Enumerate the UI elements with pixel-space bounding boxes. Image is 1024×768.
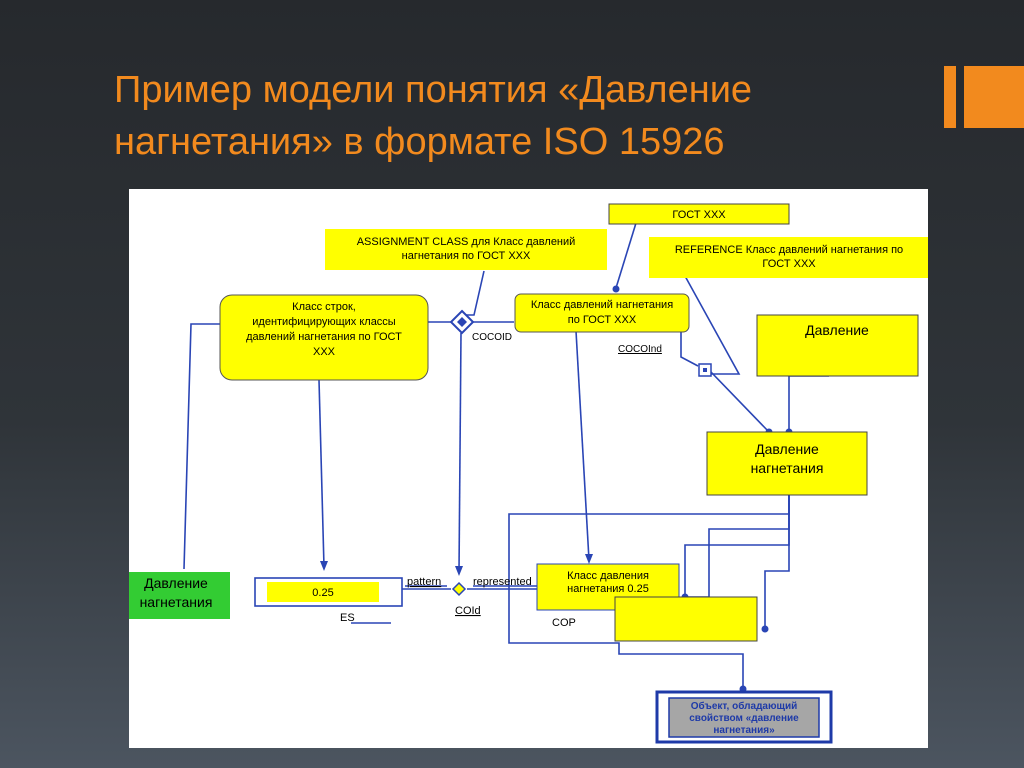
assignment-line-1: ASSIGNMENT CLASS для Класс давлений <box>357 236 576 248</box>
cocoind-node-inner <box>703 368 707 372</box>
row-class-line-3: давлений нагнетания по ГОСТ <box>246 331 402 343</box>
cocoid-label: COCOID <box>472 332 512 343</box>
pressure-box-label: Давление <box>805 322 869 338</box>
connector-cocoind-to-discharge <box>710 371 770 433</box>
pressure-class-box <box>514 293 690 333</box>
coid-diamond <box>451 581 467 597</box>
pressure-box <box>756 314 919 377</box>
dot-gost-end <box>612 285 620 293</box>
assignment-line-2: нагнетания по ГОСТ XXX <box>402 250 531 262</box>
discharge-line-1: Давление <box>755 441 819 457</box>
small-yellow-box <box>614 596 758 642</box>
reference-line-2: ГОСТ XXX <box>762 258 816 270</box>
accent-bar-wide <box>964 66 1024 128</box>
connector-class-to-cocoind <box>680 329 699 367</box>
connector-reference-to-cocoind <box>684 275 741 375</box>
connector-diamond-to-coid <box>458 332 462 573</box>
connector-assignment-to-diamond <box>462 270 485 316</box>
value-box <box>267 582 379 602</box>
diagram-panel: ГОСТ XXX ASSIGNMENT CLASS для Класс давл… <box>129 189 928 748</box>
green-line-2: нагнетания <box>140 594 213 610</box>
connector-discharge-to-object <box>685 495 790 598</box>
title-line-2: нагнетания» в формате ISO 15926 <box>114 121 725 163</box>
cocoind-label: COCOInd <box>618 344 662 355</box>
accent-bar-thin <box>944 66 956 128</box>
connector-class-to-class025 <box>575 330 590 561</box>
gost-box-label: ГОСТ XXX <box>672 209 726 221</box>
title-line-1: Пример модели понятия «Давление <box>114 69 753 111</box>
dot-right-edge <box>761 625 769 633</box>
arrow-to-value <box>320 561 328 571</box>
assignment-box <box>325 229 607 270</box>
class025-line-2: нагнетания 0.25 <box>567 583 649 595</box>
object-line-1: Объект, обладающий <box>691 700 798 712</box>
es-label: ES <box>340 612 355 624</box>
discharge-box <box>706 431 868 496</box>
iso15926-diagram: ГОСТ XXX ASSIGNMENT CLASS для Класс давл… <box>129 203 928 744</box>
connector-discharge-to-class025 <box>684 495 790 601</box>
slide-title: Пример модели понятия «Давление нагнетан… <box>114 64 914 168</box>
row-class-line-1: Класс строк, <box>292 301 356 313</box>
gost-box <box>608 203 790 225</box>
connector-green-to-rowclass <box>183 323 220 570</box>
represented-label: represented <box>473 576 532 588</box>
row-class-box <box>219 294 429 381</box>
cop-label: COP <box>552 617 576 629</box>
connector-discharge-right <box>508 495 790 689</box>
row-class-line-4: XXX <box>313 346 336 358</box>
connector-gost-to-class <box>615 222 637 289</box>
reference-box <box>649 237 928 278</box>
object-box <box>668 697 820 738</box>
discharge-line-2: нагнетания <box>751 460 824 476</box>
object-line-2: свойством «давление <box>689 713 799 724</box>
green-box <box>129 572 230 619</box>
pressure-class-line-2: по ГОСТ XXX <box>568 314 637 326</box>
coid-label: COId <box>455 605 481 617</box>
connector-discharge-to-small <box>764 495 790 629</box>
connector-rowclass-to-value <box>318 379 325 568</box>
pattern-label: pattern <box>407 576 441 588</box>
connector-pressure-to-discharge <box>788 375 829 432</box>
arrow-to-coid <box>455 566 463 576</box>
assignment-diamond-inner <box>457 317 467 327</box>
green-line-1: Давление <box>144 575 208 591</box>
value-label: 0.25 <box>312 587 333 599</box>
pressure-class-line-1: Класс давлений нагнетания <box>531 299 673 311</box>
arrow-to-class025 <box>585 554 593 564</box>
object-line-3: нагнетания» <box>713 725 775 736</box>
class025-line-1: Класс давления <box>567 570 649 582</box>
row-class-line-2: идентифицирующих классы <box>252 316 396 328</box>
reference-line-1: REFERENCE Класс давлений нагнетания по <box>675 244 903 256</box>
